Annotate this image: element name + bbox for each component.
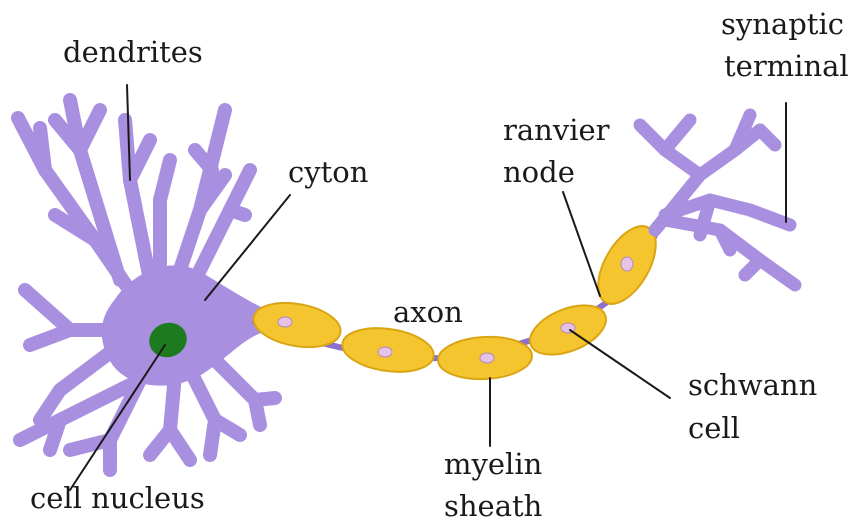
label-dendrites: dendrites (63, 35, 203, 69)
labels: dendrites cyton axon ranvier node synapt… (30, 7, 849, 523)
myelin-segment (252, 301, 342, 349)
schwann-nucleus (277, 316, 293, 328)
label-myelin-sheath-line2: sheath (444, 489, 542, 523)
leader-schwann-cell (569, 329, 671, 399)
label-synaptic-terminal-line2: terminal (724, 49, 849, 83)
label-axon: axon (393, 295, 463, 329)
dendrites (11, 93, 282, 477)
label-schwann-cell-line2: cell (688, 411, 740, 445)
label-cell-nucleus: cell nucleus (30, 481, 205, 515)
leader-ranvier-node (562, 191, 601, 297)
synaptic-terminal (633, 108, 802, 292)
schwann-nucleus (377, 346, 393, 358)
label-schwann-cell-line1: schwann (688, 368, 817, 402)
label-cyton: cyton (288, 155, 368, 189)
schwann-nucleus (620, 256, 634, 272)
leader-cyton (204, 194, 291, 301)
neuron-cell-body (11, 93, 282, 477)
label-ranvier-node-line2: node (503, 155, 575, 189)
label-ranvier-node-line1: ranvier (503, 113, 610, 147)
label-synaptic-terminal-line1: synaptic (721, 7, 844, 41)
cell-nucleus (149, 322, 187, 358)
leader-lines (69, 84, 787, 491)
leader-dendrites (126, 84, 131, 181)
label-myelin-sheath-line1: myelin (444, 447, 542, 481)
leader-cell-nucleus (69, 344, 166, 491)
myelin-sheath (252, 225, 657, 381)
cell-body-soma (101, 265, 263, 386)
schwann-nucleus (479, 352, 495, 364)
